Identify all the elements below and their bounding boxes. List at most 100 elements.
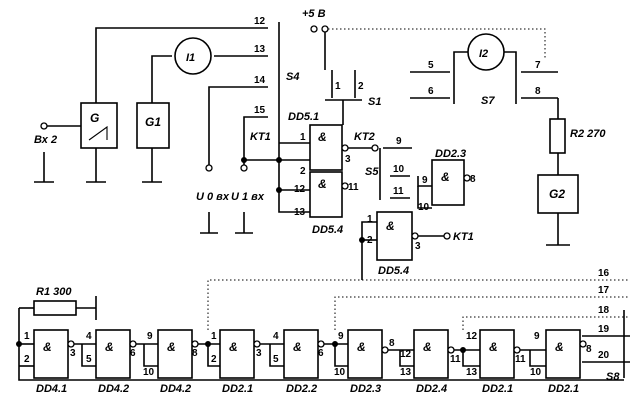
pin-label: 2 xyxy=(211,354,217,365)
pin-label: 8 xyxy=(192,348,198,359)
pin-label: 1 xyxy=(300,132,306,143)
gate-symbol: & xyxy=(386,219,395,233)
junction xyxy=(276,187,282,193)
chip-dd23-label: DD2.3 xyxy=(350,383,381,395)
wire-left-rail xyxy=(18,308,624,381)
terminal-u1 xyxy=(240,164,248,172)
inverter-bubble xyxy=(341,144,349,152)
pin-label: 3 xyxy=(256,348,262,359)
pin-label: 13 xyxy=(466,367,478,378)
gate-dd42-b: & xyxy=(157,329,199,379)
bus-label-17: 17 xyxy=(598,285,610,296)
gate-symbol: & xyxy=(318,177,327,191)
svg-text:&: & xyxy=(229,340,238,354)
wire-bus-17 xyxy=(334,296,630,330)
wire-dd54-13 xyxy=(278,190,310,213)
gate-dd21-a: & xyxy=(219,329,261,379)
wire-dd42a-5 xyxy=(81,344,96,367)
wire-dd23-10 xyxy=(334,344,348,367)
pin-label: 13 xyxy=(400,367,412,378)
gate-dd23-upper xyxy=(431,159,465,206)
supply-terminal xyxy=(321,25,329,33)
wire-bus-16 xyxy=(207,279,630,330)
test-point-kt1-out-label: KT1 xyxy=(453,231,474,243)
pin-label: 9 xyxy=(338,331,344,342)
pin-label: 8 xyxy=(389,338,395,349)
bus-label-12: 12 xyxy=(254,16,266,27)
wire-bus-18 xyxy=(462,316,630,330)
chip-dd41-label: DD4.1 xyxy=(36,383,67,395)
inverter-bubble xyxy=(411,232,419,240)
wire-dd21a-2 xyxy=(207,344,220,367)
pin-label: 1 xyxy=(24,331,30,342)
chip-dd42a-label: DD4.2 xyxy=(98,383,129,395)
gate-symbol: & xyxy=(441,170,450,184)
svg-text:&: & xyxy=(293,340,302,354)
pin-label: 11 xyxy=(393,186,404,197)
svg-text:&: & xyxy=(357,340,366,354)
pin-label: 3 xyxy=(70,348,76,359)
svg-text:&: & xyxy=(423,340,432,354)
resistor-r2-label: R2 270 xyxy=(570,128,606,140)
chip-dd54-middle-label: DD5.4 xyxy=(378,265,409,277)
gate-dd54-upper xyxy=(309,171,343,218)
pin-label: 10 xyxy=(393,164,405,175)
pin-label: 5 xyxy=(86,354,92,365)
wire-dd21b-13 xyxy=(462,350,480,367)
bus-label-20: 20 xyxy=(598,350,610,361)
resistor-r2 xyxy=(549,118,566,154)
bus-label-14: 14 xyxy=(254,75,266,86)
pin-label: 1 xyxy=(367,214,373,225)
bus-label-13: 13 xyxy=(254,44,266,55)
switch-s4-label: S4 xyxy=(286,71,299,83)
ammeter-i2-label: I2 xyxy=(479,48,488,60)
chip-dd21a-label: DD2.1 xyxy=(222,383,253,395)
switch-s5-label: S5 xyxy=(365,166,379,178)
pin-label: 6 xyxy=(318,348,324,359)
bus-label-6: 6 xyxy=(428,86,434,97)
pin-label: 1 xyxy=(335,81,341,92)
wire-dd23t-10 xyxy=(417,186,432,209)
pin-label: 12 xyxy=(294,184,306,195)
svg-text:&: & xyxy=(555,340,564,354)
gate-dd23: & xyxy=(347,329,389,379)
pin-label: 8 xyxy=(470,174,476,185)
voltage-u0-label: U 0 вх xyxy=(196,191,230,203)
gate-dd54-middle xyxy=(376,211,413,261)
pin-label: 5 xyxy=(273,354,279,365)
wire-bus-15 xyxy=(243,116,268,165)
supply-label: +5 В xyxy=(302,8,326,20)
chip-dd22-label: DD2.2 xyxy=(286,383,317,395)
test-point-kt1-out xyxy=(443,232,451,240)
svg-text:&: & xyxy=(43,340,52,354)
pin-label: 10 xyxy=(334,367,346,378)
junction xyxy=(332,341,338,347)
chip-dd21b-label: DD2.1 xyxy=(482,383,513,395)
gate-dd22: & xyxy=(283,329,325,379)
svg-text:&: & xyxy=(167,340,176,354)
pin-label: 9 xyxy=(422,175,428,186)
pin-label: 2 xyxy=(300,166,306,177)
generator-g-label: G xyxy=(90,111,99,125)
bus-label-16: 16 xyxy=(598,268,610,279)
chip-dd42b-label: DD4.2 xyxy=(160,383,191,395)
terminal-u0 xyxy=(205,164,213,172)
bus-label-5: 5 xyxy=(428,60,434,71)
chip-dd51-label: DD5.1 xyxy=(288,111,319,123)
input-terminal-bx2 xyxy=(40,122,48,130)
pin-label: 9 xyxy=(534,331,540,342)
wire-i2-left xyxy=(453,51,468,66)
pin-label: 1 xyxy=(211,331,217,342)
wire-i1-g1 xyxy=(151,55,172,103)
supply-terminal xyxy=(310,25,318,33)
resistor-r1-label: R1 300 xyxy=(36,286,72,298)
ammeter-i1-label: I1 xyxy=(186,52,195,64)
inverter-bubble xyxy=(341,182,349,190)
chip-dd21c-label: DD2.1 xyxy=(548,383,579,395)
generator-g xyxy=(80,102,118,149)
generator-g2-label: G2 xyxy=(549,187,565,201)
wire-bus-12 xyxy=(95,27,268,103)
sawtooth-icon xyxy=(88,125,108,141)
bus-label-7: 7 xyxy=(535,60,541,71)
